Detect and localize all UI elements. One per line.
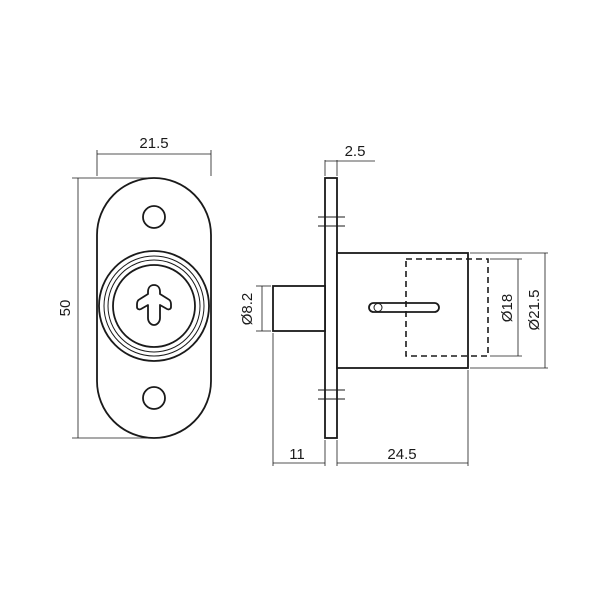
keyway-icon: [136, 284, 172, 326]
hidden-bore: [405, 258, 489, 357]
pin-length-label: 11: [289, 446, 305, 463]
body-outline: [336, 252, 469, 369]
front-height-label: 50: [57, 300, 74, 317]
pin-outline: [272, 285, 326, 332]
top-screw-hole: [142, 205, 166, 229]
cylinder-core: [112, 264, 196, 348]
cylinder-outer-ring: [98, 250, 210, 362]
cylinder-ring-3: [107, 259, 201, 353]
front-plate-outline: [96, 177, 212, 439]
front-view: 21.5 50: [57, 135, 212, 439]
body-length-label: 24.5: [387, 446, 416, 463]
outer-diameter-label: Ø21.5: [526, 290, 543, 331]
flange-thickness-label: 2.5: [345, 143, 366, 160]
side-view: 2.5 Ø8.2 11 24.5 Ø18 Ø21.5: [239, 143, 548, 466]
slot-pin-icon: [373, 303, 383, 312]
front-width-label: 21.5: [139, 135, 168, 152]
pin-diameter-label: Ø8.2: [239, 293, 256, 326]
slot-outline: [368, 302, 440, 313]
inner-diameter-label: Ø18: [499, 294, 516, 322]
bottom-screw-hole: [142, 386, 166, 410]
cylinder-ring-2: [103, 255, 205, 357]
